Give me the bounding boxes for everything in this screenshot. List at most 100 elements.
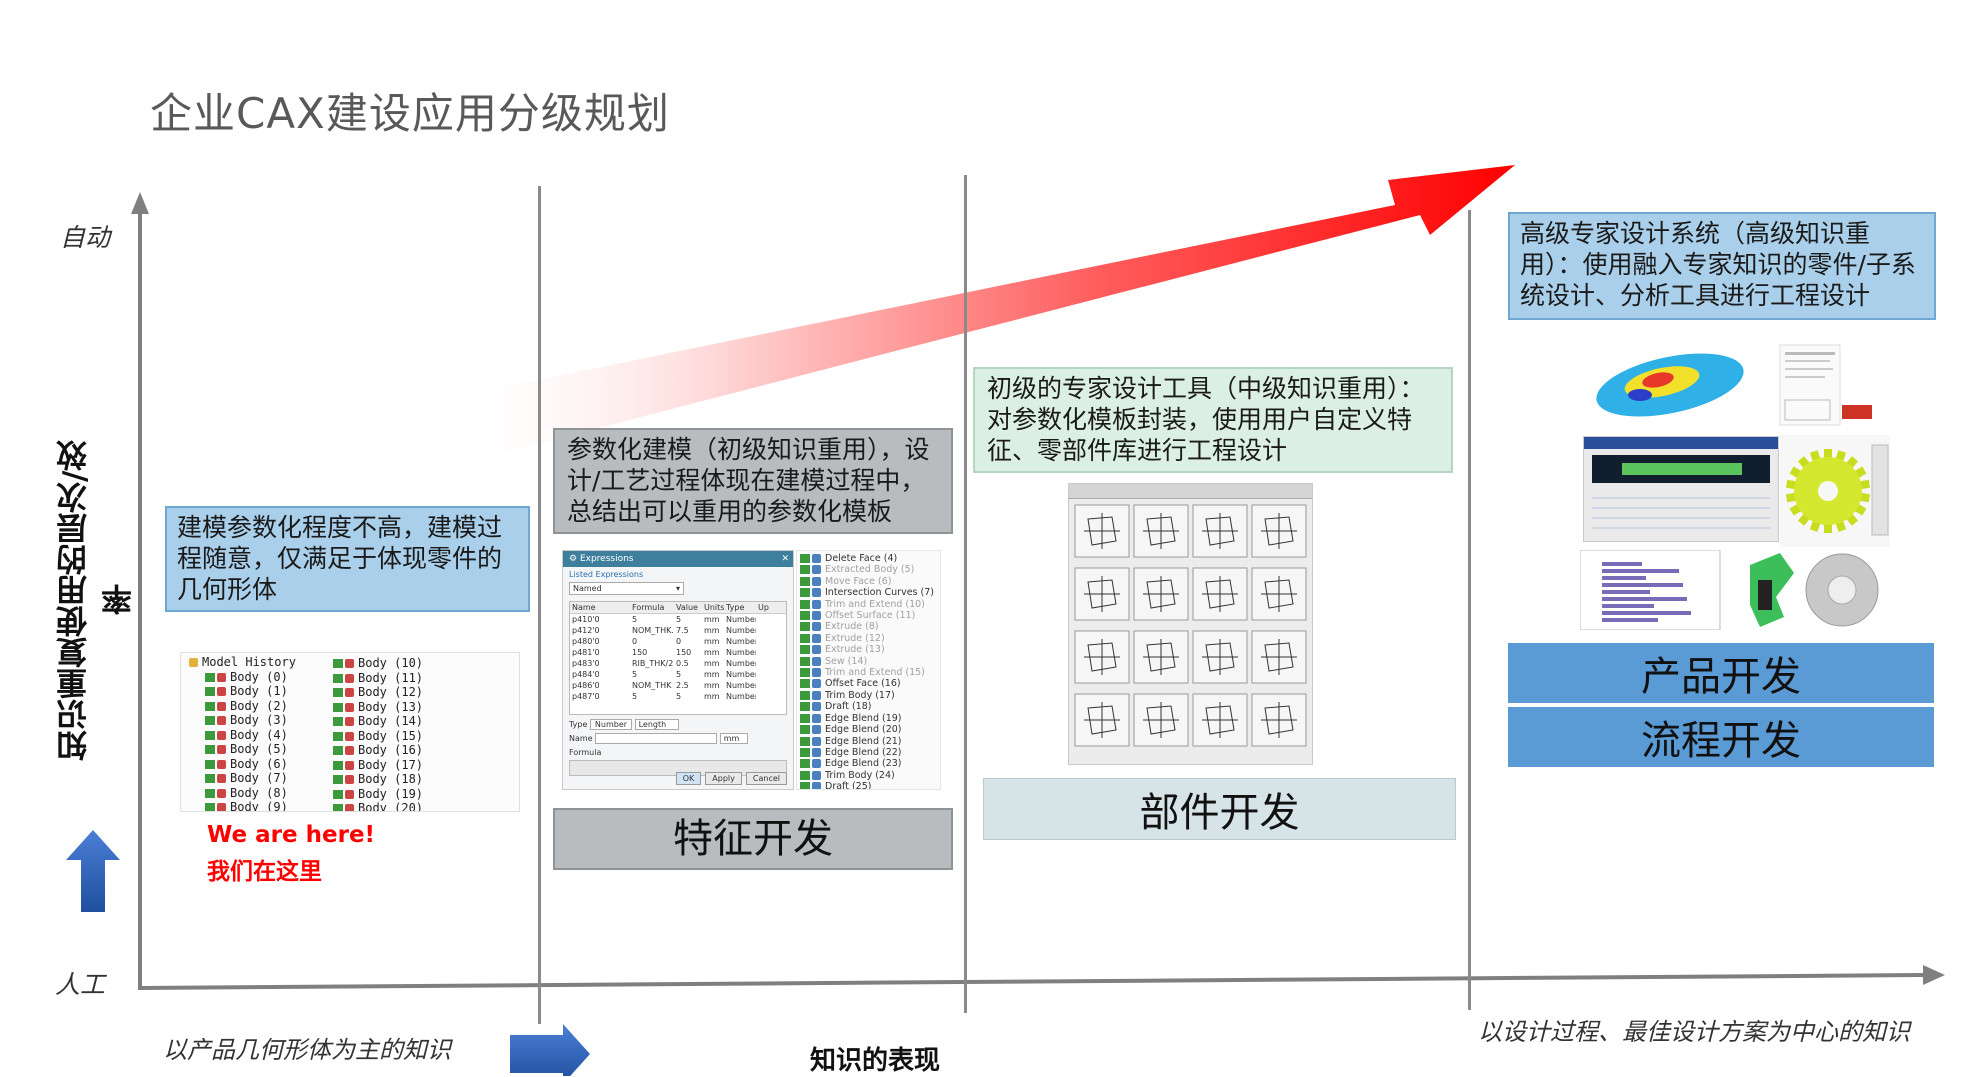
column-header[interactable]: Formula <box>632 603 665 612</box>
checkbox-icon[interactable] <box>333 804 343 811</box>
checkbox-icon[interactable] <box>205 730 215 740</box>
tree-item[interactable]: Body (4) <box>189 728 296 743</box>
checkbox-icon[interactable] <box>800 622 810 632</box>
checkbox-icon[interactable] <box>800 747 810 757</box>
checkbox-icon[interactable] <box>800 645 810 655</box>
checkbox-icon[interactable] <box>205 803 215 811</box>
checkbox-icon[interactable] <box>333 731 343 741</box>
feature-item[interactable]: Trim and Extend (10) <box>800 599 937 610</box>
checkbox-icon[interactable] <box>205 687 215 696</box>
tree-item[interactable]: Body (13) <box>333 700 423 715</box>
type-select[interactable]: Number <box>589 719 633 730</box>
checkbox-icon[interactable] <box>333 789 343 799</box>
tree-item[interactable]: Body (20) <box>333 801 423 811</box>
checkbox-icon[interactable] <box>800 770 810 780</box>
checkbox-icon[interactable] <box>333 702 343 712</box>
checkbox-icon[interactable] <box>205 774 215 783</box>
column-header[interactable]: Name <box>572 603 596 612</box>
feature-item[interactable]: Edge Blend (22) <box>800 747 937 758</box>
checkbox-icon[interactable] <box>800 702 810 712</box>
tree-item[interactable]: Body (6) <box>189 757 296 772</box>
tree-item[interactable]: Body (14) <box>333 714 423 729</box>
column-header[interactable]: Type <box>726 603 745 612</box>
feature-item[interactable]: Extrude (12) <box>800 633 937 644</box>
tree-item[interactable]: Body (15) <box>333 729 423 744</box>
feature-item[interactable]: Intersection Curves (7) <box>800 587 937 598</box>
checkbox-icon[interactable] <box>800 782 810 789</box>
feature-item[interactable]: Trim Body (24) <box>800 770 937 781</box>
length-select[interactable]: Length <box>634 719 680 730</box>
column-header[interactable]: Value <box>676 603 698 612</box>
checkbox-icon[interactable] <box>333 717 343 726</box>
checkbox-icon[interactable] <box>800 679 810 689</box>
checkbox-icon[interactable] <box>205 672 215 682</box>
tree-item[interactable]: Body (11) <box>333 671 423 686</box>
tree-item[interactable]: Body (12) <box>333 685 423 700</box>
cancel-button[interactable]: Cancel <box>745 772 787 785</box>
checkbox-icon[interactable] <box>800 565 810 575</box>
tree-item[interactable]: Body (9) <box>189 800 296 811</box>
feature-item[interactable]: Sew (14) <box>800 656 937 667</box>
checkbox-icon[interactable] <box>205 745 215 754</box>
close-icon[interactable]: ✕ <box>781 554 789 564</box>
feature-item[interactable]: Trim Body (17) <box>800 690 937 701</box>
checkbox-icon[interactable] <box>333 746 343 755</box>
dialog-filter[interactable]: Named ▾ <box>569 582 684 595</box>
feature-item[interactable]: Extrude (8) <box>800 621 937 632</box>
checkbox-icon[interactable] <box>205 701 215 711</box>
checkbox-icon[interactable] <box>800 668 810 678</box>
tree-item[interactable]: Body (2) <box>189 699 296 714</box>
tree-item[interactable]: Body (3) <box>189 713 296 728</box>
feature-item[interactable]: Extracted Body (5) <box>800 564 937 575</box>
feature-item[interactable]: Draft (18) <box>800 701 937 712</box>
feature-item[interactable]: Offset Face (16) <box>800 678 937 689</box>
tree-item[interactable]: Body (8) <box>189 786 296 801</box>
tree-item[interactable]: Body (16) <box>333 743 423 758</box>
checkbox-icon[interactable] <box>800 633 810 643</box>
column-header[interactable]: Up <box>758 603 769 612</box>
checkbox-icon[interactable] <box>800 759 810 769</box>
checkbox-icon[interactable] <box>800 554 810 563</box>
checkbox-icon[interactable] <box>800 611 810 621</box>
checkbox-icon[interactable] <box>333 673 343 683</box>
checkbox-icon[interactable] <box>800 713 810 723</box>
feature-item[interactable]: Extrude (13) <box>800 644 937 655</box>
feature-item[interactable]: Edge Blend (19) <box>800 713 937 724</box>
tree-item[interactable]: Body (10) <box>333 656 423 671</box>
tree-item[interactable]: Body (5) <box>189 742 296 757</box>
feature-item[interactable]: Offset Surface (11) <box>800 610 937 621</box>
checkbox-icon[interactable] <box>205 759 215 769</box>
checkbox-icon[interactable] <box>333 688 343 697</box>
feature-item[interactable]: Edge Blend (23) <box>800 758 937 769</box>
feature-item[interactable]: Edge Blend (21) <box>800 736 937 747</box>
feature-item[interactable]: Delete Face (4) <box>800 553 937 564</box>
tree-item[interactable]: Body (17) <box>333 758 423 773</box>
checkbox-icon[interactable] <box>800 736 810 746</box>
checkbox-icon[interactable] <box>800 576 810 586</box>
checkbox-icon[interactable] <box>800 599 810 609</box>
checkbox-icon[interactable] <box>205 788 215 798</box>
feature-item[interactable]: Draft (25) <box>800 781 937 789</box>
ok-button[interactable]: OK <box>675 772 702 785</box>
name-input[interactable] <box>595 733 718 744</box>
tree-item[interactable]: Body (19) <box>333 787 423 802</box>
unit-select[interactable]: mm <box>719 733 749 744</box>
checkbox-icon[interactable] <box>800 656 810 666</box>
column-header[interactable]: Units <box>704 603 725 612</box>
tree-item[interactable]: Body (1) <box>189 684 296 699</box>
apply-button[interactable]: Apply <box>705 772 742 785</box>
checkbox-icon[interactable] <box>333 659 343 668</box>
checkbox-icon[interactable] <box>800 690 810 700</box>
tree-item[interactable]: Body (18) <box>333 772 423 787</box>
tree-item[interactable]: Body (7) <box>189 771 296 786</box>
checkbox-icon[interactable] <box>800 588 810 598</box>
feature-item[interactable]: Move Face (6) <box>800 576 937 587</box>
feature-item[interactable]: Trim and Extend (15) <box>800 667 937 678</box>
